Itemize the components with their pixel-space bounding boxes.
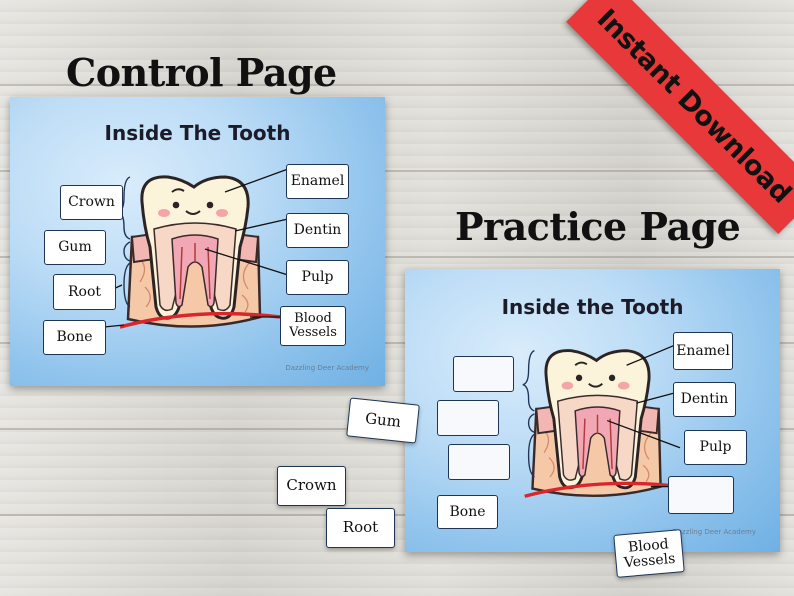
practice-page-credit: Dazzling Deer Academy xyxy=(672,528,756,536)
control-label-bone: Bone xyxy=(43,320,106,355)
practice-blank-gum[interactable] xyxy=(437,400,499,436)
practice-blank-crown[interactable] xyxy=(453,356,514,392)
practice-page-title: Inside the Tooth xyxy=(501,295,684,319)
control-label-blood-vessels: Blood Vessels xyxy=(280,306,346,346)
practice-page: Inside the Tooth Dazzling Deer Academy B… xyxy=(405,269,780,552)
practice-tooth-diagram xyxy=(522,342,681,498)
control-page: Inside The Tooth Dazzling Deer Academy xyxy=(10,97,385,386)
control-page-heading: Control Page xyxy=(66,50,337,95)
card-blood-vessels[interactable]: Blood Vessels xyxy=(613,529,685,578)
practice-label-dentin: Dentin xyxy=(673,382,736,417)
practice-page-heading: Practice Page xyxy=(455,204,741,249)
control-label-crown: Crown xyxy=(60,185,123,220)
control-label-pulp: Pulp xyxy=(286,260,349,295)
card-crown[interactable]: Crown xyxy=(277,466,346,506)
card-gum[interactable]: Gum xyxy=(346,397,420,444)
control-label-enamel: Enamel xyxy=(286,164,349,199)
control-page-credit: Dazzling Deer Academy xyxy=(285,364,369,372)
card-root[interactable]: Root xyxy=(326,508,395,548)
control-label-blood-vessels-line2: Vessels xyxy=(289,325,337,340)
control-page-title: Inside The Tooth xyxy=(104,121,291,145)
practice-label-pulp: Pulp xyxy=(684,430,747,465)
card-blood-vessels-line2: Vessels xyxy=(623,550,676,571)
control-label-gum: Gum xyxy=(44,230,106,265)
control-label-dentin: Dentin xyxy=(286,213,349,248)
control-label-blood-vessels-line1: Blood xyxy=(294,311,332,327)
practice-blank-blood-vessels[interactable] xyxy=(668,476,734,514)
control-label-root: Root xyxy=(53,274,116,310)
practice-label-bone: Bone xyxy=(437,495,498,529)
practice-label-enamel: Enamel xyxy=(673,332,733,370)
practice-blank-root[interactable] xyxy=(448,444,510,480)
tooth-diagram xyxy=(99,168,289,329)
